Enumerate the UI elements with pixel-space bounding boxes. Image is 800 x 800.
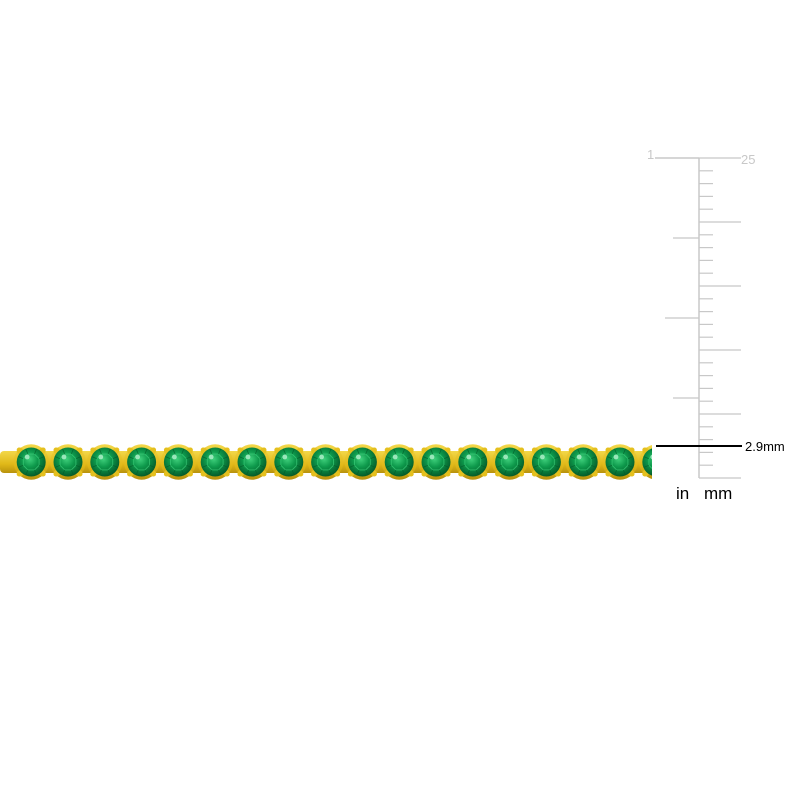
emerald-stone — [455, 444, 491, 480]
measurement-ruler — [655, 157, 742, 479]
emerald-stone — [234, 444, 270, 480]
emerald-tennis-bracelet — [0, 438, 800, 486]
emerald-stone — [197, 444, 233, 480]
emerald-stone — [418, 444, 454, 480]
emerald-stone — [271, 444, 307, 480]
emerald-stone — [307, 444, 344, 480]
measurement-label: 2.9mm — [745, 439, 785, 454]
emerald-stone — [381, 444, 417, 480]
unit-inch-label: in — [676, 484, 690, 503]
emerald-stone — [123, 444, 160, 480]
ruler-inch-label: 1 — [647, 147, 655, 162]
ruler-mm-label: 25 — [741, 152, 756, 167]
emerald-stone — [528, 444, 565, 480]
emerald-stone — [160, 444, 197, 480]
emerald-stone — [344, 444, 381, 480]
emerald-stone — [602, 444, 638, 480]
emerald-stone — [87, 444, 123, 480]
unit-mm-label: mm — [704, 484, 733, 503]
emerald-stone — [13, 444, 49, 480]
emerald-stone — [50, 444, 86, 480]
emerald-stone — [565, 444, 601, 480]
emerald-stone — [491, 444, 528, 480]
